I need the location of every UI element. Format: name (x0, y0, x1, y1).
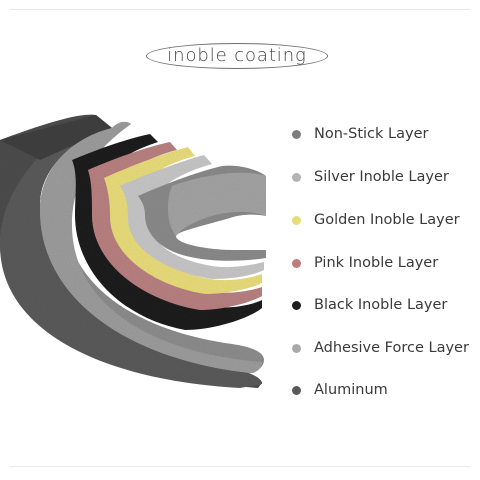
dot-icon (292, 343, 301, 353)
dot-icon (292, 258, 301, 268)
legend-label: Non-Stick Layer (314, 126, 429, 142)
dot-icon (292, 172, 301, 182)
black-inoble-layer (72, 134, 262, 330)
non-stick-layer (138, 165, 266, 261)
legend-item-non-stick-layer: Non-Stick Layer (292, 122, 428, 146)
legend-label: Adhesive Force Layer (314, 340, 469, 356)
legend-label: Black Inoble Layer (314, 297, 448, 313)
silver-inoble-layer (120, 155, 264, 279)
bottom-divider (10, 466, 470, 467)
dot-icon (292, 385, 301, 395)
legend-item-adhesive-force-layer: Adhesive Force Layer (292, 336, 469, 360)
pink-inoble-layer (88, 142, 262, 310)
dot-icon (292, 300, 301, 310)
legend-label: Aluminum (314, 382, 388, 398)
page-title: inoble coating (167, 45, 307, 66)
golden-inoble-layer (104, 147, 262, 294)
legend-item-pink-inoble-layer: Pink Inoble Layer (292, 251, 438, 275)
legend-item-black-inoble-layer: Black Inoble Layer (292, 293, 447, 317)
legend-item-golden-inoble-layer: Golden Inoble Layer (292, 208, 460, 232)
legend-label: Golden Inoble Layer (314, 212, 460, 228)
legend-item-silver-inoble-layer: Silver Inoble Layer (292, 165, 449, 189)
aluminum-layer (0, 114, 262, 389)
legend-label: Pink Inoble Layer (314, 255, 439, 271)
legend-item-aluminum: Aluminum (292, 378, 388, 402)
dot-icon (292, 129, 301, 139)
adhesive-force-layer (40, 121, 264, 373)
dot-icon (292, 215, 301, 225)
title-badge: inoble coating (146, 43, 328, 69)
top-divider (10, 9, 470, 10)
legend-label: Silver Inoble Layer (314, 169, 449, 185)
